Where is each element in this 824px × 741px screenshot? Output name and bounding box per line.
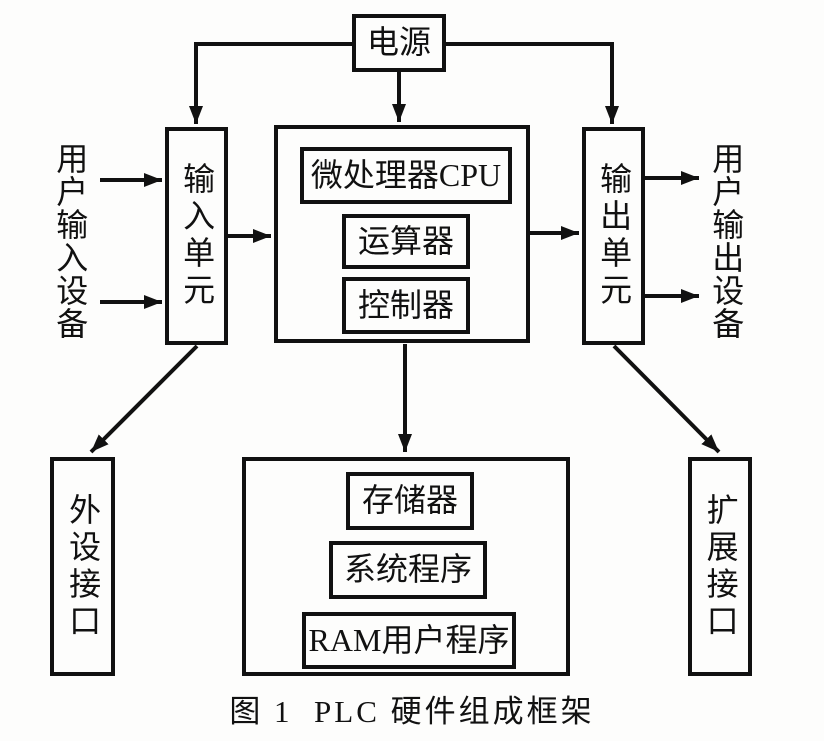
output-unit-box: 输出单元	[582, 127, 645, 345]
expansion-interface-box: 扩展接口	[688, 457, 752, 676]
power-supply-box: 电源	[352, 14, 446, 72]
input-unit-label: 输入单元	[179, 162, 216, 310]
peripheral-interface-box: 外设接口	[50, 457, 115, 676]
peripheral-interface-label: 外设接口	[65, 492, 102, 641]
system-program-box: 系统程序	[329, 541, 487, 599]
output-unit-label: 输出单元	[596, 162, 633, 310]
figure-caption: 图 1 PLC 硬件组成框架	[229, 694, 595, 729]
cpu-block: 微处理器CPU 运算器 控制器	[274, 125, 530, 343]
input-unit-box: 输入单元	[165, 127, 228, 345]
user-input-device-label: 用户输入设备	[52, 142, 89, 340]
edge-power-to-input	[189, 42, 352, 124]
edge-power-to-output	[446, 42, 619, 124]
alu-box: 运算器	[342, 214, 470, 269]
edge-input-to-peripheral	[89, 344, 199, 454]
user-output-device-label: 用户输出设备	[708, 142, 745, 340]
ram-user-program-box: RAM用户程序	[302, 612, 516, 669]
edge-output-to-expansion	[612, 344, 721, 454]
controller-box: 控制器	[342, 277, 470, 334]
expansion-interface-label: 扩展接口	[702, 492, 739, 641]
memory-box: 存储器	[346, 472, 474, 530]
memory-block: 存储器 系统程序 RAM用户程序	[242, 457, 570, 676]
cpu-box: 微处理器CPU	[300, 147, 512, 204]
